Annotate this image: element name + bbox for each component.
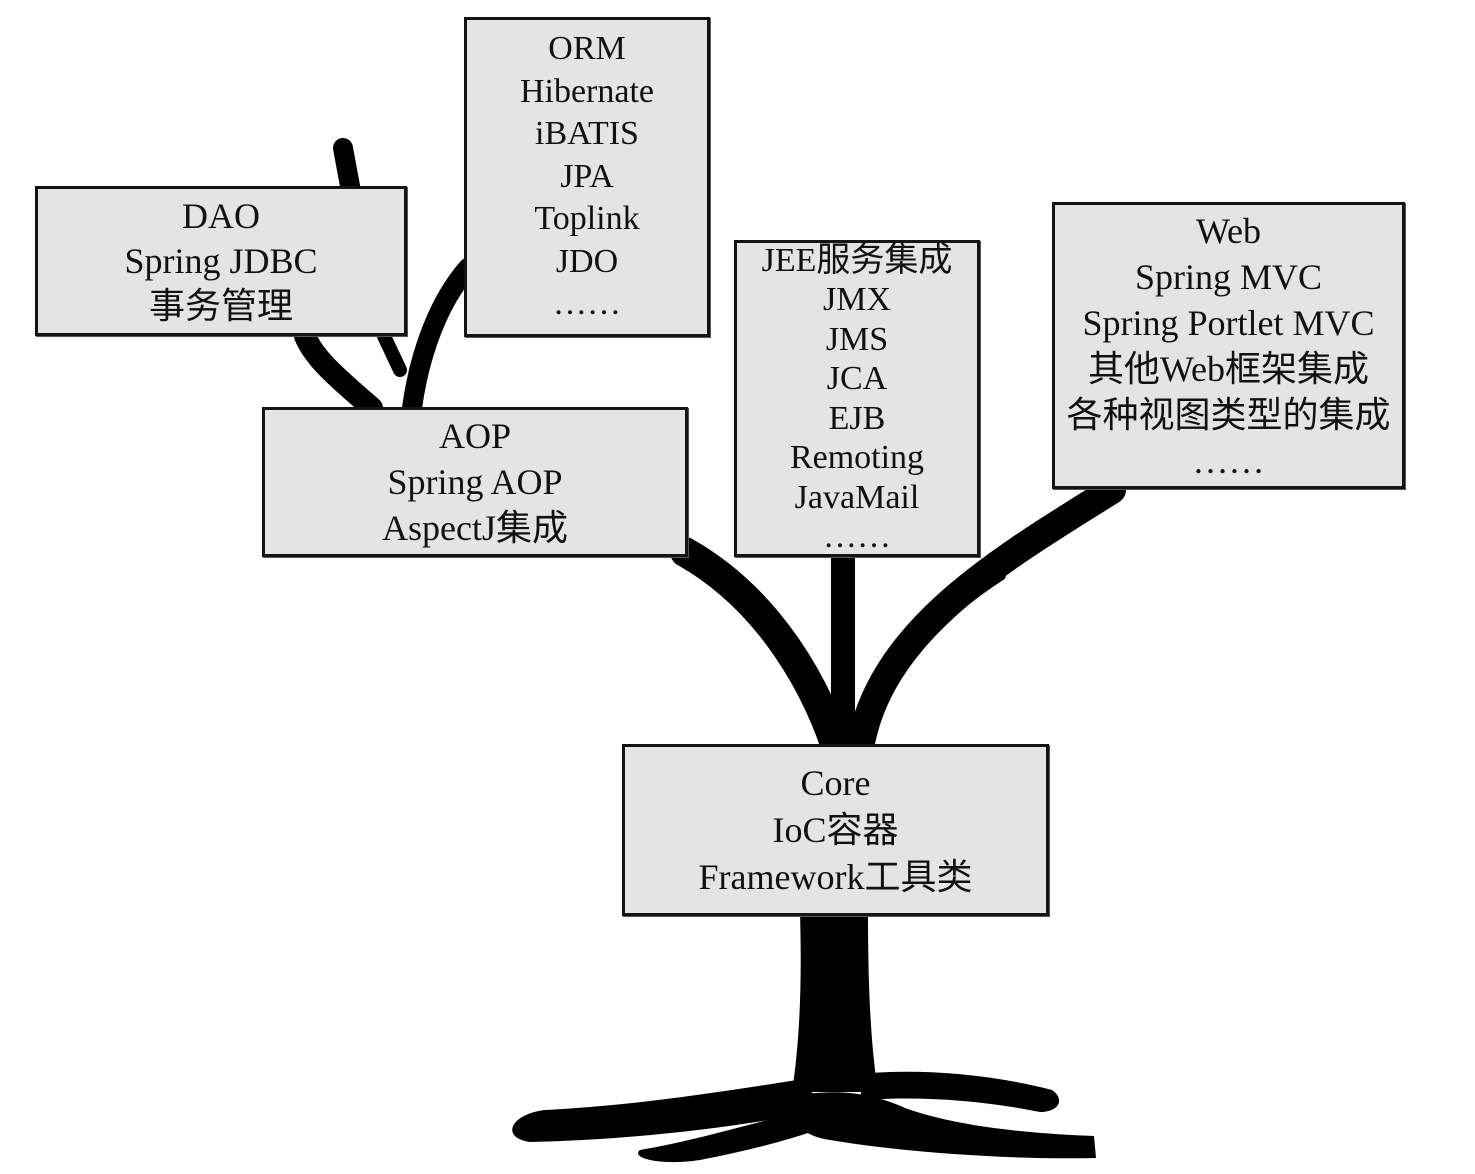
tree-trunk: [792, 912, 878, 1092]
branch-to-orm: [402, 258, 478, 418]
web-item: 各种视图类型的集成: [1066, 394, 1391, 435]
web-ellipsis: ……: [1192, 440, 1265, 481]
orm-item: JPA: [560, 157, 614, 195]
aop-item: Spring AOP: [387, 462, 563, 502]
jee-item: JMX: [822, 281, 892, 318]
root-right: [858, 1071, 1060, 1112]
jee-item: Remoting: [789, 439, 925, 476]
web-item: Spring MVC: [1134, 256, 1323, 297]
branch-to-dao-left: [294, 325, 383, 419]
branch-to-web-inner: [862, 569, 1006, 751]
web-item: Spring Portlet MVC: [1082, 302, 1375, 343]
core-box: Core IoC容器 Framework工具类: [622, 744, 1049, 916]
jee-item: JavaMail: [794, 478, 920, 516]
orm-item: Toplink: [534, 200, 640, 238]
root-left: [512, 1078, 815, 1142]
branch-to-web: [846, 476, 1126, 762]
orm-box: ORM Hibernate iBATIS JPA Toplink JDO ……: [464, 17, 710, 337]
jee-title: JEE服务集成: [761, 241, 953, 279]
branch-to-dao-right: [377, 329, 407, 377]
root-left-small: [638, 1110, 822, 1163]
twig-top: [333, 138, 360, 196]
dao-box: DAO Spring JDBC 事务管理: [35, 186, 407, 336]
core-title: Core: [800, 762, 871, 803]
aop-box: AOP Spring AOP AspectJ集成: [262, 407, 688, 557]
branch-to-aop: [670, 537, 855, 775]
jee-item: EJB: [828, 399, 886, 437]
jee-item: JCA: [826, 360, 888, 397]
dao-item: 事务管理: [148, 285, 293, 326]
aop-item: AspectJ集成: [382, 508, 568, 548]
web-title: Web: [1195, 210, 1262, 251]
orm-item: Hibernate: [519, 72, 655, 110]
jee-box: JEE服务集成 JMX JMS JCA EJB Remoting JavaMai…: [734, 240, 980, 557]
root-ground: [793, 1092, 1096, 1159]
web-item: 其他Web框架集成: [1087, 348, 1370, 389]
web-box: Web Spring MVC Spring Portlet MVC 其他Web框…: [1052, 202, 1405, 489]
orm-item: JDO: [555, 242, 619, 280]
orm-ellipsis: ……: [553, 285, 621, 323]
core-item: Framework工具类: [698, 856, 973, 897]
jee-ellipsis: ……: [823, 518, 891, 555]
dao-item: Spring JDBC: [124, 240, 318, 281]
dao-title: DAO: [182, 195, 260, 236]
orm-item: iBATIS: [535, 115, 639, 153]
orm-title: ORM: [548, 30, 626, 68]
jee-item: JMS: [825, 320, 889, 358]
core-item: IoC容器: [772, 809, 899, 850]
aop-title: AOP: [438, 416, 512, 456]
